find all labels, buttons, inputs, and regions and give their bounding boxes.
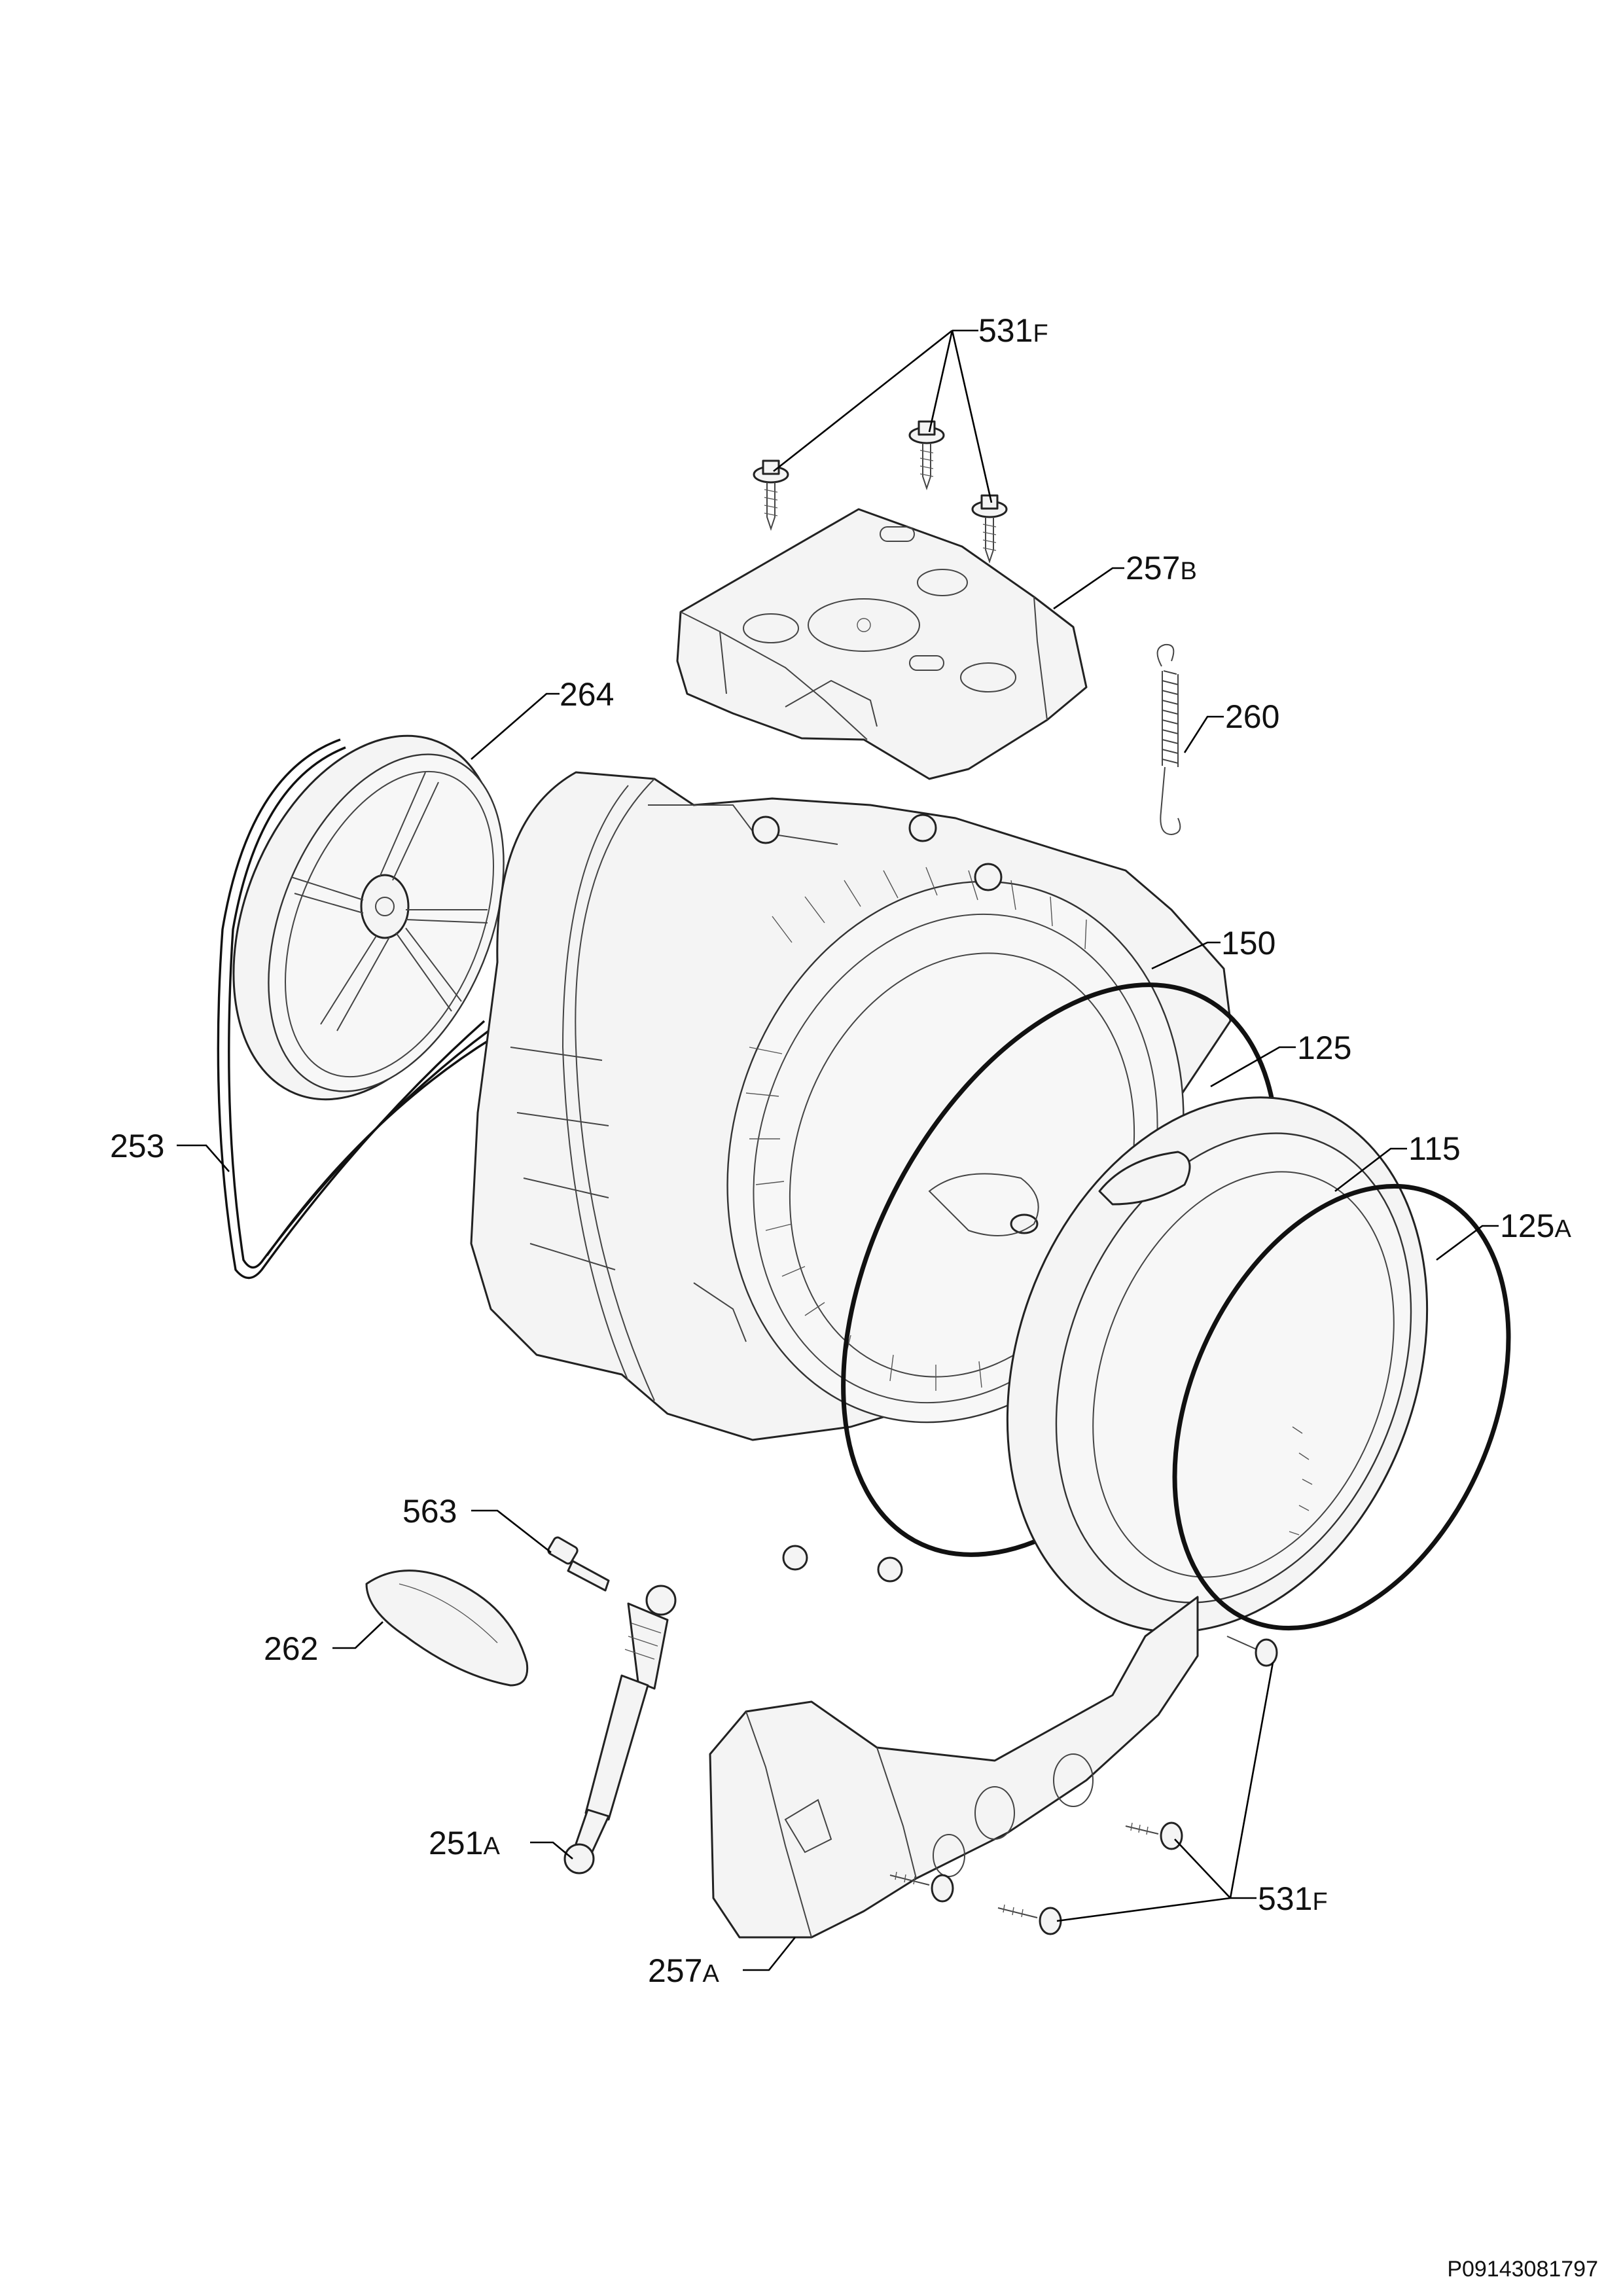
drain-cover-262 (365, 1570, 529, 1687)
document-code: P09143081797 (1447, 2257, 1598, 2282)
callout-264: 264 (560, 676, 614, 713)
callout-262: 262 (264, 1630, 318, 1667)
callout-257a: 257A (648, 1952, 719, 1989)
screw-531f-left (753, 459, 789, 531)
counterweight-bottom-257a (709, 1596, 1199, 1939)
leader-lines (177, 329, 1499, 1971)
callout-531f-top: 531F (978, 312, 1048, 349)
screw-531f-right (971, 494, 1008, 564)
svg-text:115: 115 (1408, 1130, 1461, 1167)
svg-text:563: 563 (402, 1493, 457, 1530)
drive-belt-253 (217, 738, 494, 1280)
svg-text:257B: 257B (1126, 550, 1197, 586)
temperature-sensor-563 (547, 1536, 610, 1592)
shock-absorber-251a (563, 1585, 677, 1874)
screw-531f-bottom-b (889, 1871, 954, 1903)
svg-text:264: 264 (560, 676, 614, 713)
screw-531f-side (1226, 1636, 1278, 1667)
screw-531f-bottom-c (997, 1904, 1062, 1935)
callout-125a: 125A (1500, 1208, 1571, 1244)
callout-125: 125 (1297, 1030, 1351, 1066)
svg-text:251A: 251A (429, 1825, 500, 1861)
callout-253: 253 (110, 1128, 164, 1164)
screw-531f-middle (908, 420, 945, 491)
svg-text:253: 253 (110, 1128, 164, 1164)
svg-text:260: 260 (1225, 698, 1279, 735)
svg-text:531F: 531F (978, 312, 1048, 349)
svg-text:150: 150 (1221, 925, 1275, 961)
callout-563: 563 (402, 1493, 457, 1530)
spring-260 (1156, 643, 1181, 836)
callout-260: 260 (1225, 698, 1279, 735)
door-seal-bellow-115 (1006, 1096, 1429, 1633)
svg-text:531F: 531F (1258, 1880, 1328, 1917)
pulley-wheel-264 (232, 734, 505, 1101)
callout-115: 115 (1408, 1130, 1461, 1167)
svg-text:262: 262 (264, 1630, 318, 1667)
svg-text:125: 125 (1297, 1030, 1351, 1066)
screw-531f-bottom-a (1125, 1821, 1183, 1850)
counterweight-top-257b (676, 508, 1088, 780)
callout-150: 150 (1221, 925, 1275, 961)
callout-251a: 251A (429, 1825, 500, 1861)
clamp-ring-125a (1172, 1183, 1511, 1631)
callout-257b: 257B (1126, 550, 1197, 586)
svg-text:125A: 125A (1500, 1208, 1571, 1244)
svg-text:257A: 257A (648, 1952, 719, 1989)
callout-531f-bottom: 531F (1258, 1880, 1328, 1917)
